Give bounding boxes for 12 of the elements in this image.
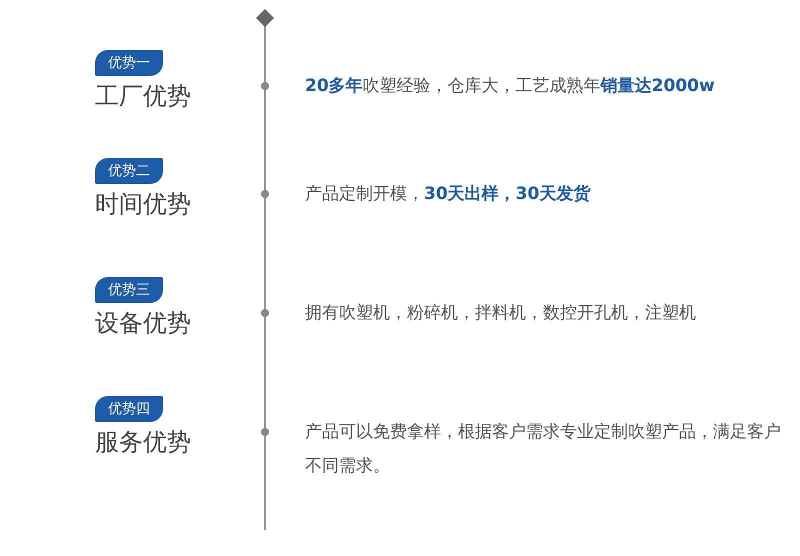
description-text: 拥有吹塑机，粉碎机，拌料机，数控开孔机，注塑机 bbox=[305, 302, 697, 325]
description-text: 产品定制开模，30天出样，30天发货 bbox=[305, 183, 592, 206]
tag-badge: 优势四 bbox=[95, 396, 163, 422]
section-heading: 工厂优势 bbox=[94, 81, 192, 112]
description-text: 20多年吹塑经验，仓库大，工艺成熟年销量达2000w bbox=[305, 75, 716, 98]
tag-badge: 优势一 bbox=[95, 50, 163, 76]
tag-badge: 优势二 bbox=[95, 158, 163, 184]
tag-badge: 优势三 bbox=[95, 277, 163, 303]
section-heading: 时间优势 bbox=[94, 189, 192, 220]
description-text: 产品可以免费拿样，根据客户需求专业定制吹塑产品，满足客户不同需求。 bbox=[305, 421, 782, 478]
section-heading: 服务优势 bbox=[94, 427, 192, 458]
section-heading: 设备优势 bbox=[94, 308, 192, 339]
